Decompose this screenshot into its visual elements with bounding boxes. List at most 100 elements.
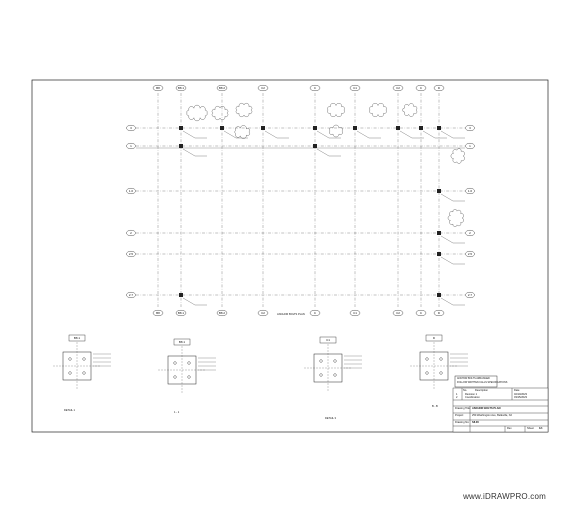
leader-1 [223, 130, 237, 139]
grid-label-top-8: D [438, 86, 441, 90]
tb-project-label: Project: [455, 414, 464, 417]
leader-11 [440, 235, 454, 244]
revision-cloud-6 [234, 125, 250, 139]
grid-label-bottom-5: C1 [353, 311, 357, 315]
leader-0 [182, 130, 196, 139]
grid-bubble-bottom-5 [349, 310, 361, 317]
revision-cloud-5 [402, 103, 418, 117]
anchor-bolt-9 [313, 144, 317, 148]
grid-bubble-left-1 [126, 142, 136, 149]
grid-label-left-3: 2 [130, 231, 132, 235]
detail-3-bolt-2 [319, 373, 323, 377]
revision-1-no: 1 [456, 393, 458, 396]
watermark: www.iDRAWPRO.com [463, 492, 546, 501]
note-line-2: FOLLOW WRITTEN CALLS SPECIFICATIONS [457, 381, 508, 384]
grid-bubble-top-2 [216, 84, 228, 91]
revision-2-no: 2 [456, 396, 458, 399]
tb-sheet-label: Sheet [527, 427, 534, 430]
revision-2-date: 03/15/2023 [514, 396, 527, 399]
anchor-bolt-12 [437, 252, 441, 256]
grid-bubble-bottom-4 [309, 310, 321, 317]
revision-cloud-1 [211, 106, 229, 120]
grid-bubble-bottom-6 [392, 310, 404, 317]
leader-5 [399, 130, 413, 139]
anchor-bolt-2 [261, 126, 265, 130]
detail-1-bolt-1 [82, 357, 86, 361]
detail-2-head-label: B8.1 [179, 340, 186, 344]
detail-1: B8.1 [53, 334, 111, 390]
grid-bubble-top-6 [392, 84, 404, 91]
leader-13 [182, 297, 196, 306]
plan-label: ANCHOR BOLTS PLAN [277, 313, 305, 316]
anchor-bolt-1 [220, 126, 224, 130]
grid-label-bottom-3: C2 [261, 311, 265, 315]
revision-cloud-8 [450, 148, 465, 164]
tb-sheet-no: 1/1 [539, 427, 543, 430]
detail-4-head [425, 334, 443, 342]
revision-cloud-7 [329, 124, 343, 138]
grid-label-top-2: B8.2 [219, 86, 226, 90]
grid-label-left-0: 3 [130, 126, 132, 130]
revision-cloud-4 [369, 103, 387, 117]
grid-label-right-0: 3 [469, 126, 471, 130]
leader-4 [356, 130, 370, 139]
grid-label-bottom-2: B8.2 [219, 311, 226, 315]
detail-1-bolt-3 [82, 371, 86, 375]
tb-title-label: Drawing Title: [455, 407, 471, 410]
leader-3 [316, 130, 330, 139]
anchor-bolt-8 [179, 144, 183, 148]
detail-1-bolt-0 [68, 357, 72, 361]
grid-bubble-right-2 [465, 187, 475, 194]
detail-3-head [319, 336, 337, 344]
grid-bubble-bottom-0 [152, 310, 164, 317]
grid-bubble-top-0 [152, 84, 164, 91]
revision-cloud-9 [447, 209, 464, 227]
detail-2-bolt-0 [173, 361, 177, 365]
leader-8 [182, 148, 196, 157]
grid-bubble-bottom-8 [433, 310, 445, 317]
grid-bubble-right-4 [465, 250, 475, 257]
tb-title-value: ANCHOR BOLTS PLAN [472, 407, 501, 410]
leader-9 [316, 148, 330, 157]
grid-bubble-top-7 [415, 84, 427, 91]
detail-2-bolt-3 [187, 375, 191, 379]
grid-label-top-4: C [314, 86, 317, 90]
detail-4-label: B - B [432, 405, 438, 408]
leader-7 [440, 130, 454, 139]
grid-bubble-left-2 [126, 187, 136, 194]
anchor-bolt-5 [396, 126, 400, 130]
detail-1-label: DETAIL 1 [64, 409, 75, 412]
grid-label-top-0: B8 [156, 86, 160, 90]
revision-1-desc: Revision 1 [465, 393, 478, 396]
detail-2-head [173, 338, 191, 346]
detail-4: D [410, 334, 468, 390]
leader-2 [264, 130, 278, 139]
revision-clouds [186, 103, 465, 227]
tb-rev-label: Rev [507, 427, 512, 430]
leader-14 [440, 297, 454, 306]
grid-bubble-left-5 [126, 292, 136, 299]
detail-3-bolt-3 [333, 373, 337, 377]
anchor-bolt-4 [353, 126, 357, 130]
grid-bubble-top-1 [175, 84, 187, 91]
sheet-border [31, 79, 549, 433]
grid-label-bottom-7: C [420, 311, 423, 315]
detail-2-bolt-2 [173, 375, 177, 379]
grid-label-bottom-4: C [314, 311, 317, 315]
grid-bubble-right-0 [465, 124, 475, 131]
detail-4-head-label: D [433, 336, 436, 340]
title-block [452, 387, 549, 433]
detail-3-label: DETAIL 3 [325, 417, 336, 420]
detail-1-head-label: B8.1 [74, 336, 81, 340]
grid-bubble-bottom-3 [257, 310, 269, 317]
detail-2: B8.1 [158, 338, 216, 394]
leader-12 [440, 256, 454, 265]
detail-4-bolt-1 [439, 357, 443, 361]
grid-bubble-right-3 [465, 229, 475, 236]
revision-cloud-0 [186, 105, 208, 121]
grid-columns [157, 93, 440, 307]
grid-bubble-left-3 [126, 229, 136, 236]
grid-label-top-7: C [420, 86, 423, 90]
